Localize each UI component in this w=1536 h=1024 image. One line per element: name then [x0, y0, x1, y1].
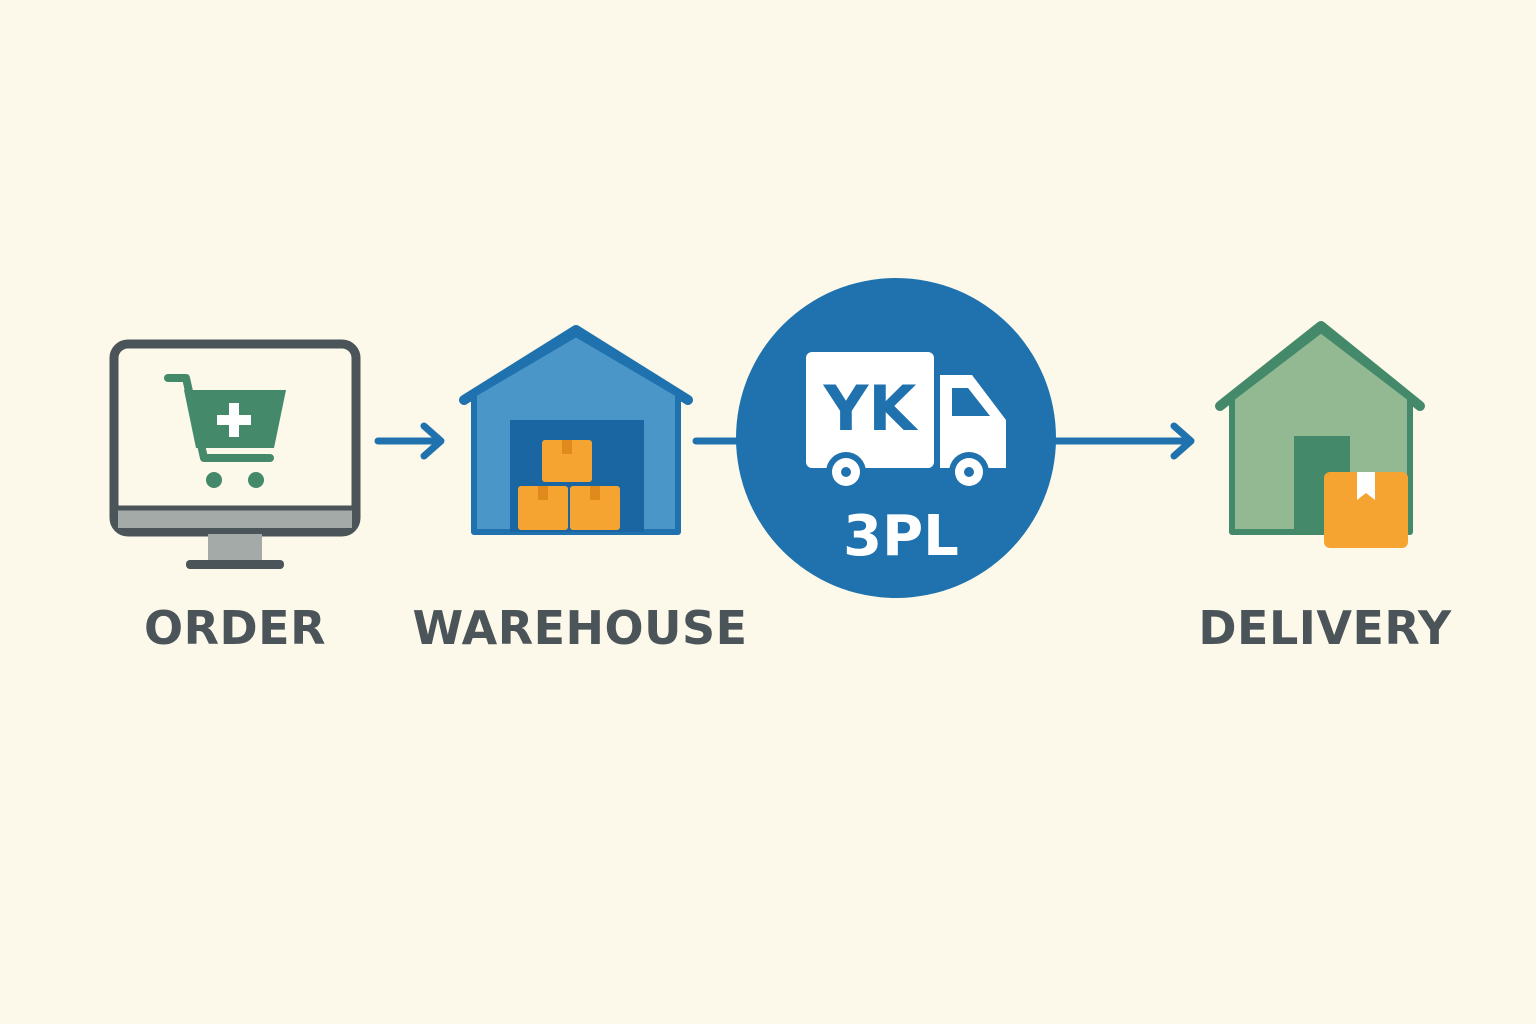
delivery-label: DELIVERY — [1198, 601, 1452, 655]
package-icon — [1324, 472, 1408, 548]
boxes-icon — [518, 440, 620, 530]
3pl-label: 3PL — [843, 504, 959, 569]
delivery-truck-icon: YK — [806, 352, 1006, 492]
shopping-cart-icon — [164, 374, 286, 488]
warehouse-label: WAREHOUSE — [412, 601, 748, 655]
arrow-order-to-warehouse — [374, 422, 445, 460]
arrow-3pl-to-delivery — [1052, 422, 1195, 460]
house-package-icon — [1215, 321, 1425, 548]
logistics-3pl-badge: YK 3PL — [736, 278, 1056, 598]
warehouse-boxes-icon — [459, 325, 693, 535]
order-label: ORDER — [143, 601, 327, 655]
truck-text: YK — [823, 372, 919, 445]
shopping-cart-monitor-icon — [109, 339, 361, 569]
